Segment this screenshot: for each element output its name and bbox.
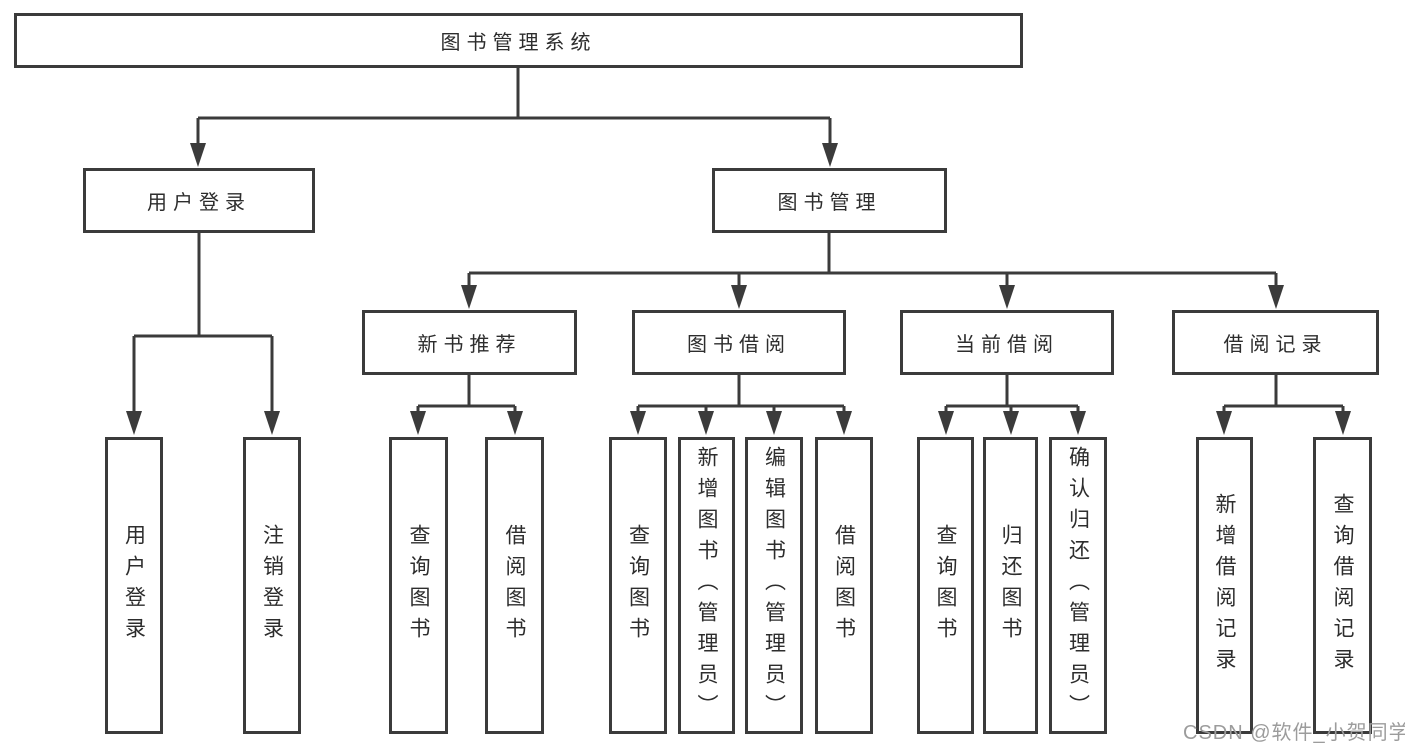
leaf-confirm-return-admin: 确认归还（管理员） [1049,437,1107,734]
leaf-edit-books-admin: 编辑图书（管理员） [745,437,803,734]
leaf-query-borrow-record: 查询借阅记录 [1313,437,1372,734]
connector-book-management [467,233,1278,287]
csdn-watermark: CSDN @软件_小贺同学 [1183,722,1405,744]
leaf-logout: 注销登录 [243,437,301,734]
connector-root [196,68,832,145]
node-user-login: 用户登录 [83,168,315,233]
leaf-label: 归还图书 [999,523,1022,648]
leaf-label: 新增图书（管理员） [695,446,718,725]
leaf-label: 借阅图书 [503,523,526,648]
leaf-borrow-books-borrowing: 借阅图书 [815,437,873,734]
node-new-book-recommendation: 新书推荐 [362,310,577,375]
node-book-borrowing: 图书借阅 [632,310,846,375]
leaf-query-books-borrowing: 查询图书 [609,437,667,734]
leaf-label: 查询图书 [626,523,650,648]
connector-user-login [132,233,274,413]
leaf-borrow-books-recommendation: 借阅图书 [485,437,544,734]
leaf-label: 查询图书 [407,523,430,648]
leaf-return-books: 归还图书 [983,437,1038,734]
leaf-add-borrow-record: 新增借阅记录 [1196,437,1253,734]
connector-book-borrowing [636,375,846,413]
node-library-management-system: 图书管理系统 [14,13,1023,68]
arrow-down-icons [126,143,1351,435]
leaf-query-books-recommendation: 查询图书 [389,437,448,734]
leaf-label: 借阅图书 [832,523,856,648]
leaf-query-books-current: 查询图书 [917,437,974,734]
leaf-label: 新增借阅记录 [1213,492,1236,679]
leaf-add-books-admin: 新增图书（管理员） [678,437,735,734]
leaf-label: 编辑图书（管理员） [762,446,786,725]
leaf-label: 确认归还（管理员） [1066,446,1090,725]
node-borrowing-records: 借阅记录 [1172,310,1379,375]
node-current-borrowing: 当前借阅 [900,310,1114,375]
leaf-label: 查询图书 [934,523,957,648]
node-book-management: 图书管理 [712,168,947,233]
leaf-label: 用户登录 [122,523,146,648]
connector-borrowing-records [1222,375,1345,413]
connector-current-borrowing [944,375,1080,413]
leaf-label: 查询借阅记录 [1331,492,1354,679]
leaf-label: 注销登录 [260,523,284,648]
connector-new-book-recommendation [416,375,517,413]
leaf-user-login: 用户登录 [105,437,163,734]
